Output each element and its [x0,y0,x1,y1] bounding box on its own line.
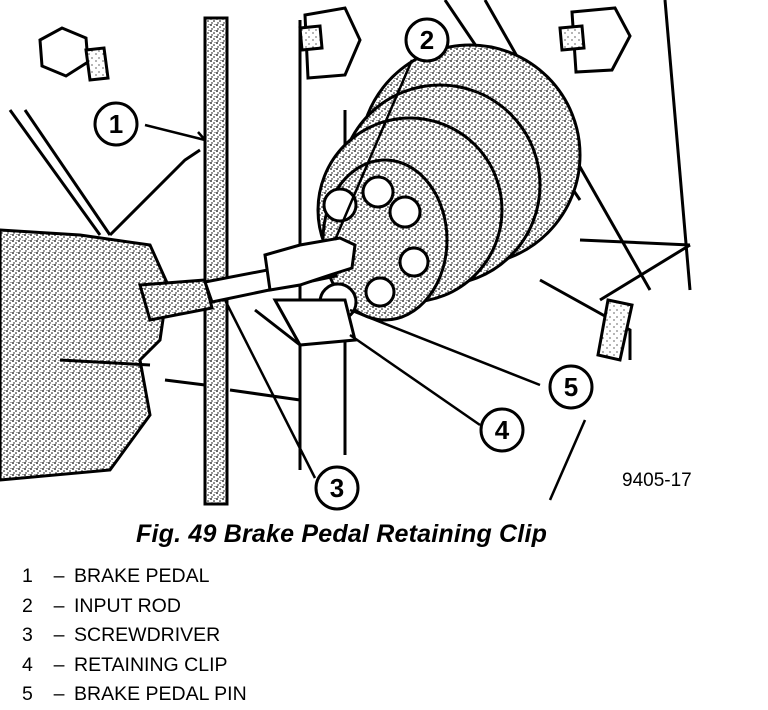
legend-label: RETAINING CLIP [74,653,228,676]
legend-number: 3 [22,624,33,646]
leader-lines [144,59,587,501]
callout-2-number: 2 [420,25,434,55]
legend-dash: – [53,624,65,646]
retaining-clip-and-input-rod [254,236,357,347]
callout-3: 3 [314,465,360,511]
callout-5-number: 5 [564,372,578,402]
legend-label: BRAKE PEDAL [74,565,210,587]
brake-pedal-illustration: 1 2 3 4 5 [0,0,692,511]
figure-caption: Fig. 49 Brake Pedal Retaining Clip [136,520,548,548]
callout-1-number: 1 [109,109,123,139]
legend-number: 5 [22,683,33,705]
legend-dash: – [53,683,65,705]
parts-legend: 1–BRAKE PEDAL 2–INPUT ROD 3–SCREWDRIVER … [22,562,247,710]
callout-2: 2 [404,17,450,63]
legend-number: 4 [22,653,33,676]
legend-dash: – [53,565,65,587]
legend-label: BRAKE PEDAL PIN [74,683,247,705]
legend-item: 4–RETAINING CLIP [22,651,247,681]
legend-label: INPUT ROD [74,594,181,617]
pedal-bracket-frame [8,109,301,402]
figure-code: 9405-17 [622,470,692,491]
legend-item: 2–INPUT ROD [22,592,247,622]
mounting-stud-top-left [38,26,110,82]
legend-dash: – [53,594,65,617]
callout-3-number: 3 [330,473,344,503]
callout-5: 5 [548,364,594,410]
legend-item: 1–BRAKE PEDAL [22,562,247,592]
callout-4: 4 [479,407,525,453]
brake-pedal-arm [203,16,229,506]
legend-dash: – [53,653,65,676]
legend-label: SCREWDRIVER [74,624,221,646]
legend-number: 2 [22,594,33,617]
callout-1: 1 [93,101,139,147]
mounting-stud-top-right [558,6,632,74]
mounting-stud-lower-right [596,298,634,362]
legend-item: 5–BRAKE PEDAL PIN [22,680,247,710]
legend-number: 1 [22,565,33,587]
mounting-stud-top-center [298,6,362,80]
hand [0,228,170,482]
callout-4-number: 4 [495,415,510,445]
legend-item: 3–SCREWDRIVER [22,621,247,651]
brake-booster [316,43,582,322]
